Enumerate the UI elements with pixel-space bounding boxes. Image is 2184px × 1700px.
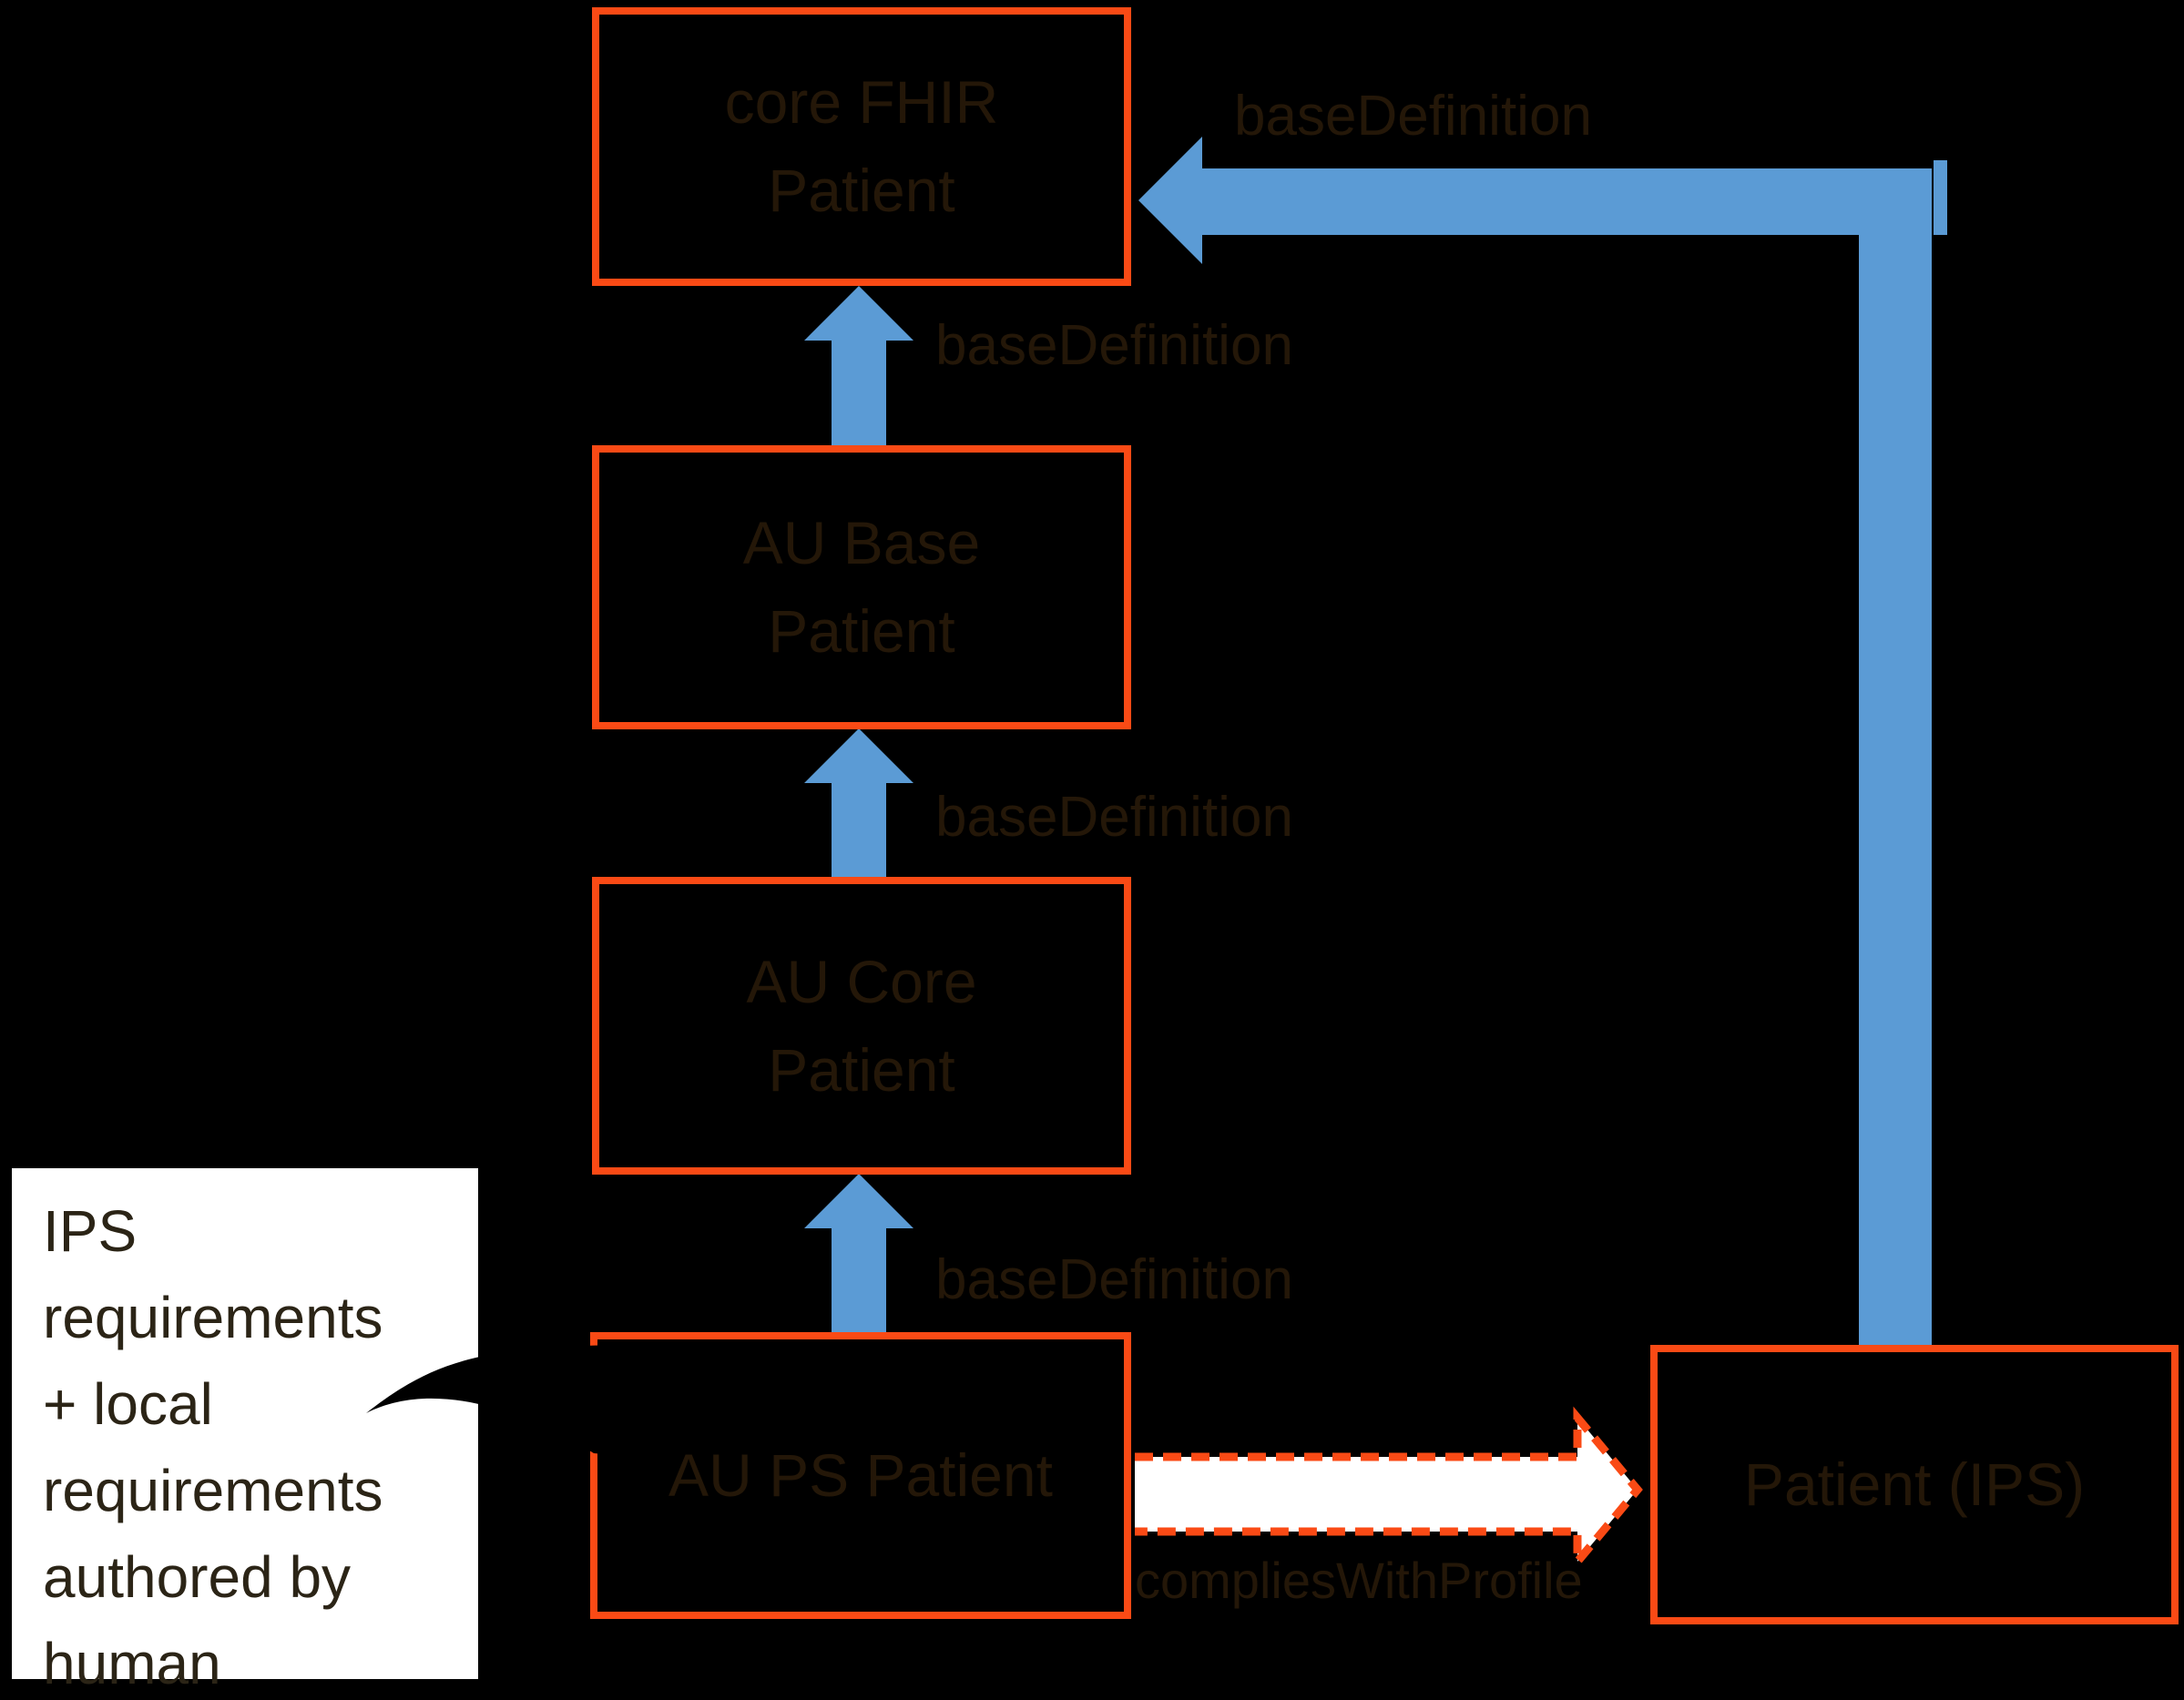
box-au-base-patient: AU Base Patient <box>592 445 1131 729</box>
edge-label-base-definition-au-base-to-core-fhir: baseDefinition <box>935 314 1293 377</box>
box-label-line: Patient <box>768 157 955 224</box>
box-patient-ips: Patient (IPS) <box>1650 1345 2179 1624</box>
callout-line: human <box>43 1631 221 1696</box>
box-label-line: Patient <box>768 597 955 665</box>
edge-label-base-definition-au-core-to-au-base: baseDefinition <box>935 786 1293 849</box>
box-label-line: AU Core <box>746 947 977 1015</box>
callout-line: IPS <box>43 1198 138 1264</box>
callout-line: + local <box>43 1371 213 1437</box>
box-label-line: AU PS Patient <box>668 1441 1053 1509</box>
elbow-arrow-edge-sliver-icon <box>1934 160 1947 235</box>
complies-with-profile-arrow-icon <box>1135 1406 1643 1573</box>
box-au-core-patient: AU Core Patient <box>592 877 1131 1175</box>
box-core-fhir-patient: core FHIR Patient <box>592 7 1131 286</box>
box-label-line: AU Base <box>742 509 981 576</box>
callout-box: IPS requirements + local requirements au… <box>12 1168 478 1696</box>
up-arrow-au-core-to-au-base-icon <box>804 728 913 879</box>
edge-label-complies-with-profile: compliesWithProfile <box>1135 1552 1583 1609</box>
up-arrow-au-ps-to-au-core-icon <box>804 1174 913 1334</box>
box-label-line: Patient (IPS) <box>1743 1451 2086 1518</box>
box-label-line: Patient <box>768 1035 955 1104</box>
edge-label-base-definition-ips-to-core-fhir: baseDefinition <box>1234 85 1592 148</box>
edge-label-base-definition-au-ps-to-au-core: baseDefinition <box>935 1248 1293 1311</box>
box-au-ps-patient: AU PS Patient <box>590 1332 1131 1619</box>
box-label-line: core FHIR <box>724 68 999 136</box>
callout-line: authored by <box>43 1544 352 1610</box>
up-arrow-au-base-to-core-fhir-icon <box>804 286 913 447</box>
callout-line: requirements <box>43 1458 383 1523</box>
callout-line: requirements <box>43 1285 383 1350</box>
